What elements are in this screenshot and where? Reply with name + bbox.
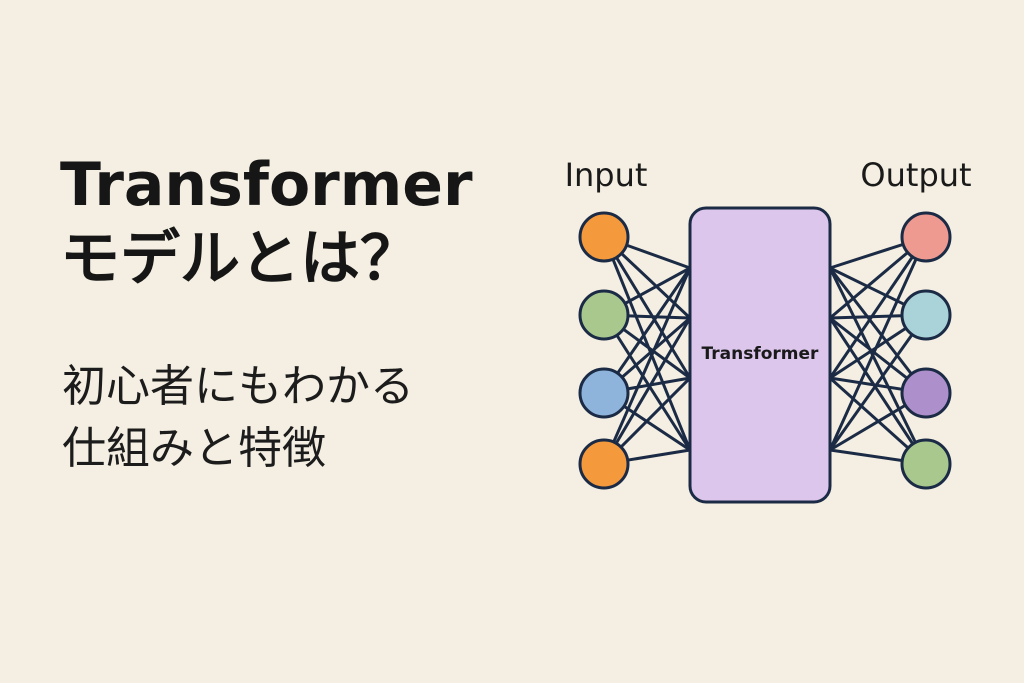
page-subtitle: 初心者にもわかる 仕組みと特徴: [62, 356, 414, 480]
page-title: Transformer モデルとは？: [60, 148, 473, 296]
input-label: Input: [565, 156, 648, 194]
output-edge: [828, 314, 928, 451]
input-edge: [602, 314, 692, 451]
input-edge: [602, 267, 692, 465]
input-node-3: [578, 367, 630, 419]
output-label: Output: [860, 156, 971, 194]
transformer-box-label: Transformer: [702, 344, 820, 364]
output-node-1: [900, 211, 952, 263]
output-edge: [828, 236, 928, 379]
network-nodes: [578, 211, 952, 490]
transformer-box: [688, 206, 832, 504]
subtitle-line-1: 初心者にもわかる: [62, 361, 414, 412]
output-edge: [828, 267, 928, 465]
output-edge: [828, 317, 928, 465]
title-line-1: Transformer: [60, 150, 473, 220]
input-node-2: [578, 289, 630, 341]
output-node-3: [900, 367, 952, 419]
output-node-2: [900, 289, 952, 341]
input-node-4: [578, 438, 630, 490]
input-node-1: [578, 211, 630, 263]
input-edge: [602, 236, 692, 379]
input-edge: [602, 317, 692, 465]
subtitle-line-2: 仕組みと特徴: [62, 423, 326, 474]
output-edge: [828, 236, 928, 451]
title-line-2: モデルとは？: [60, 224, 420, 294]
input-edge: [602, 236, 692, 451]
output-node-4: [900, 438, 952, 490]
output-edge: [828, 267, 928, 394]
